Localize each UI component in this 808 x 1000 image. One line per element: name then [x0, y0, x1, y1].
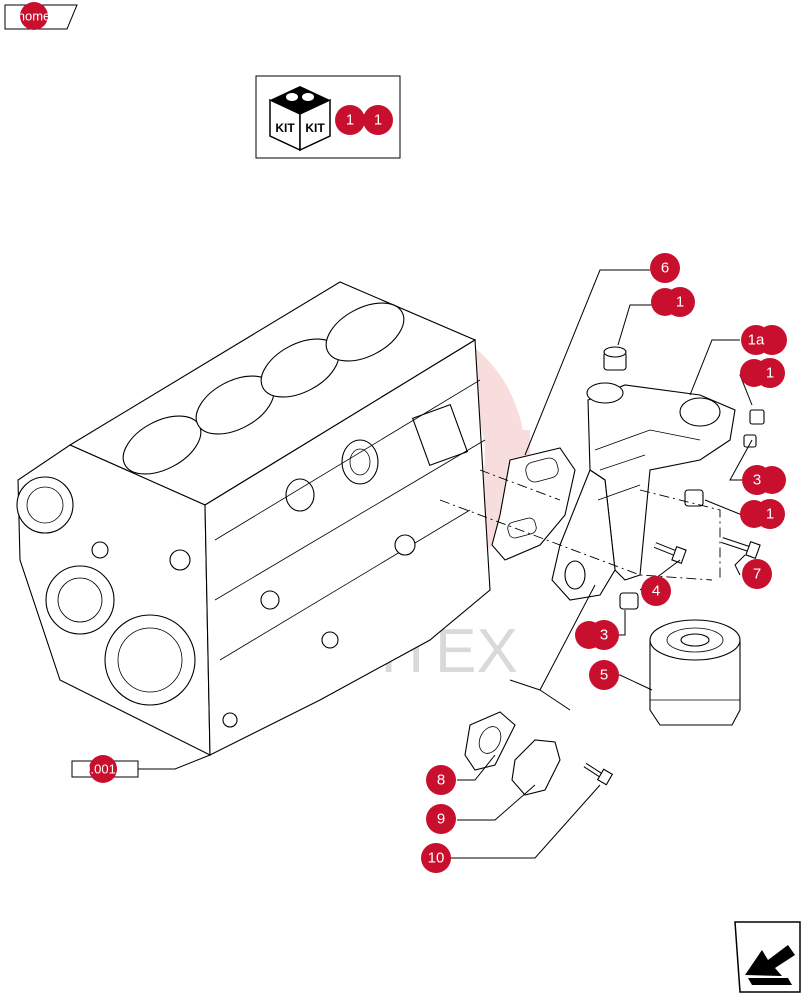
callout-4[interactable]: 4 — [641, 576, 671, 606]
callout-10[interactable]: 10 — [421, 843, 451, 873]
oil-filter-part — [649, 619, 741, 726]
svg-text:10: 10 — [428, 850, 445, 867]
callout-1-right-upper[interactable]: 1 — [740, 358, 785, 388]
gasket-8-part — [464, 711, 516, 771]
svg-text:1: 1 — [676, 294, 684, 311]
svg-text:8: 8 — [437, 772, 445, 789]
callout-6[interactable]: 6 — [650, 253, 680, 283]
svg-text:3: 3 — [600, 627, 608, 644]
home-button[interactable]: home — [4, 2, 78, 30]
svg-text:1: 1 — [766, 506, 774, 523]
callout-3-right[interactable]: 3 — [742, 465, 786, 495]
svg-text:5: 5 — [600, 667, 608, 684]
leader-reference — [138, 754, 211, 770]
svg-text:7: 7 — [753, 566, 761, 583]
kit-callout-b[interactable]: 1 — [363, 105, 393, 135]
svg-text:6: 6 — [661, 260, 669, 277]
leader-lines — [450, 269, 753, 859]
svg-text:4: 4 — [652, 583, 660, 600]
svg-text:1: 1 — [374, 112, 382, 129]
callout-1-right-lower[interactable]: 1 — [740, 499, 785, 529]
callout-1-top[interactable]: 1 — [651, 287, 695, 317]
plug-right-upper-part — [743, 409, 765, 448]
callout-9[interactable]: 9 — [426, 804, 456, 834]
arrow-exit-icon — [745, 945, 795, 985]
cover-9-part — [511, 739, 561, 796]
callout-3-left[interactable]: 3 — [575, 620, 619, 650]
cap-top-part — [603, 346, 627, 371]
kit-text-right: KIT — [305, 121, 325, 135]
svg-text:1a: 1a — [748, 332, 765, 349]
next-page-button[interactable] — [734, 921, 801, 993]
plug-right-lower-part — [684, 489, 704, 507]
assembly-lines — [439, 469, 721, 581]
bolt-7-part — [721, 537, 761, 559]
kit-box-icon: KIT KIT — [269, 86, 331, 152]
plug-bottom-part — [619, 592, 639, 610]
gasket-part — [491, 447, 576, 561]
svg-text:1: 1 — [346, 112, 354, 129]
bolt-4-part — [653, 542, 687, 564]
home-label: home — [18, 9, 51, 24]
kit-callout-a[interactable]: 1 — [335, 105, 365, 135]
callout-8[interactable]: 8 — [426, 765, 456, 795]
kit-text-left: KIT — [275, 121, 295, 135]
svg-text:9: 9 — [437, 811, 445, 828]
callout-7[interactable]: 7 — [742, 559, 772, 589]
engine-block-drawing — [16, 281, 491, 756]
bolt-10-part — [583, 762, 614, 786]
oil-filter-head-part — [551, 382, 736, 601]
kit-panel: KIT KIT 1 1 — [255, 75, 401, 159]
callout-5[interactable]: 5 — [589, 660, 619, 690]
svg-text:3: 3 — [753, 472, 761, 489]
reference-link[interactable]: 10.001.02 — [71, 755, 139, 783]
svg-text:1: 1 — [766, 365, 774, 382]
reference-code: 10.001.02 — [76, 762, 134, 777]
callout-1a[interactable]: 1a — [741, 325, 787, 355]
